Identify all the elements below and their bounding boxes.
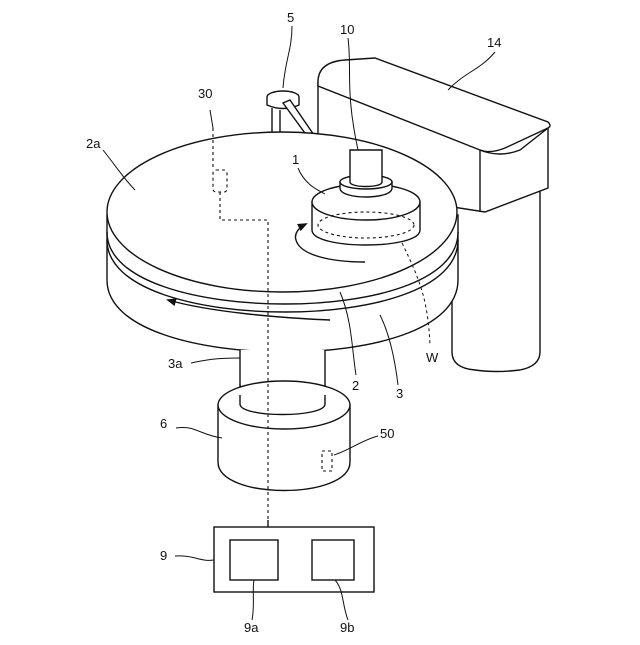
controller [214, 520, 374, 592]
label-rotary-shaft: 3a [168, 356, 183, 371]
label-polishing-head: 1 [292, 152, 299, 167]
label-torque-sensor: 50 [380, 426, 394, 441]
drive-motor [218, 381, 350, 491]
label-sensor-top: 30 [198, 86, 212, 101]
spindle-shaft [350, 150, 382, 187]
label-motor: 6 [160, 416, 167, 431]
label-controller-unit-a: 9a [244, 620, 259, 635]
platen-assembly [107, 132, 458, 352]
label-controller-unit-b: 9b [340, 620, 354, 635]
label-platen: 3 [396, 386, 403, 401]
label-nozzle: 5 [287, 10, 294, 25]
controller-unit-a [230, 540, 278, 580]
label-controller: 9 [160, 548, 167, 563]
label-spindle: 10 [340, 22, 354, 37]
label-polishing-pad: 2 [352, 378, 359, 393]
label-platen-surface: 2a [86, 136, 101, 151]
label-wafer: W [426, 350, 439, 365]
label-robot-arm: 14 [487, 35, 501, 50]
controller-unit-b [312, 540, 354, 580]
shaft-into-motor [240, 395, 325, 415]
arm-column [452, 182, 540, 372]
